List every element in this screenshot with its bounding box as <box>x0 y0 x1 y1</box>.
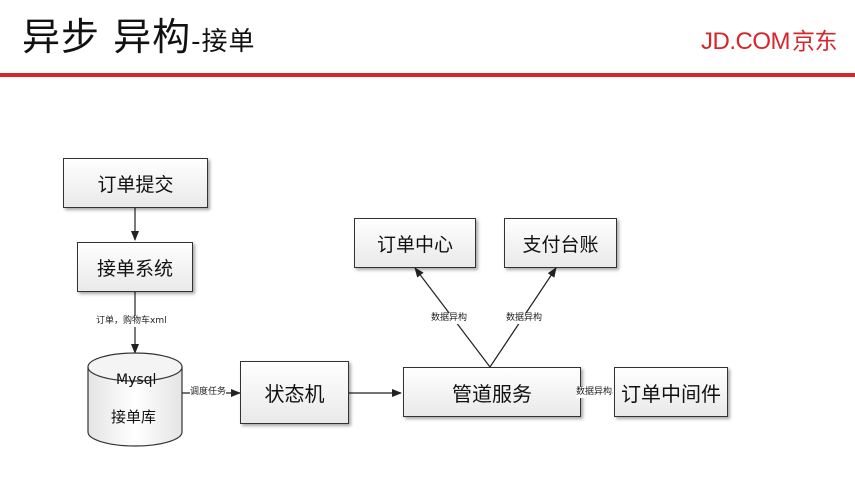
pipeline-service-node: 管道服务 <box>403 367 581 417</box>
order-middleware-node: 订单中间件 <box>614 367 728 417</box>
db-name-label: Mysql <box>116 372 157 388</box>
state-machine-node: 状态机 <box>240 361 349 424</box>
payment-ledger-node: 支付台账 <box>504 218 617 268</box>
edge-label-to-middleware: 数据异构 <box>576 387 613 398</box>
edge-label-db-to-state: 调度任务 <box>190 387 227 398</box>
page-title-main: 异步 异构 <box>22 15 192 59</box>
edge-label-to-payment: 数据异构 <box>506 313 543 324</box>
order-receive-system-label: 接单系统 <box>96 257 173 280</box>
db-label: 接单库 <box>111 408 157 426</box>
database-cylinder <box>87 352 183 447</box>
logo-cn-text: 京东 <box>792 29 838 55</box>
order-center-label: 订单中心 <box>376 233 453 256</box>
page-title: 异步 异构-接单 <box>22 6 255 61</box>
order-center-node: 订单中心 <box>354 218 476 268</box>
page-title-sub: -接单 <box>191 27 256 57</box>
order-submit-node: 订单提交 <box>63 158 208 208</box>
jd-logo: JD.COM京东 <box>701 22 838 56</box>
edge-label-to-order-center: 数据异构 <box>431 313 468 324</box>
edge-label-system-to-db: 订单，购物车xml <box>96 316 167 327</box>
state-machine-label: 状态机 <box>264 382 325 406</box>
order-submit-label: 订单提交 <box>97 173 174 196</box>
payment-ledger-label: 支付台账 <box>522 233 599 256</box>
order-receive-system-node: 接单系统 <box>77 242 193 292</box>
pipeline-service-label: 管道服务 <box>452 381 532 406</box>
logo-text: JD.COM <box>701 28 791 55</box>
order-middleware-label: 订单中间件 <box>621 381 721 406</box>
header-divider <box>0 73 855 77</box>
